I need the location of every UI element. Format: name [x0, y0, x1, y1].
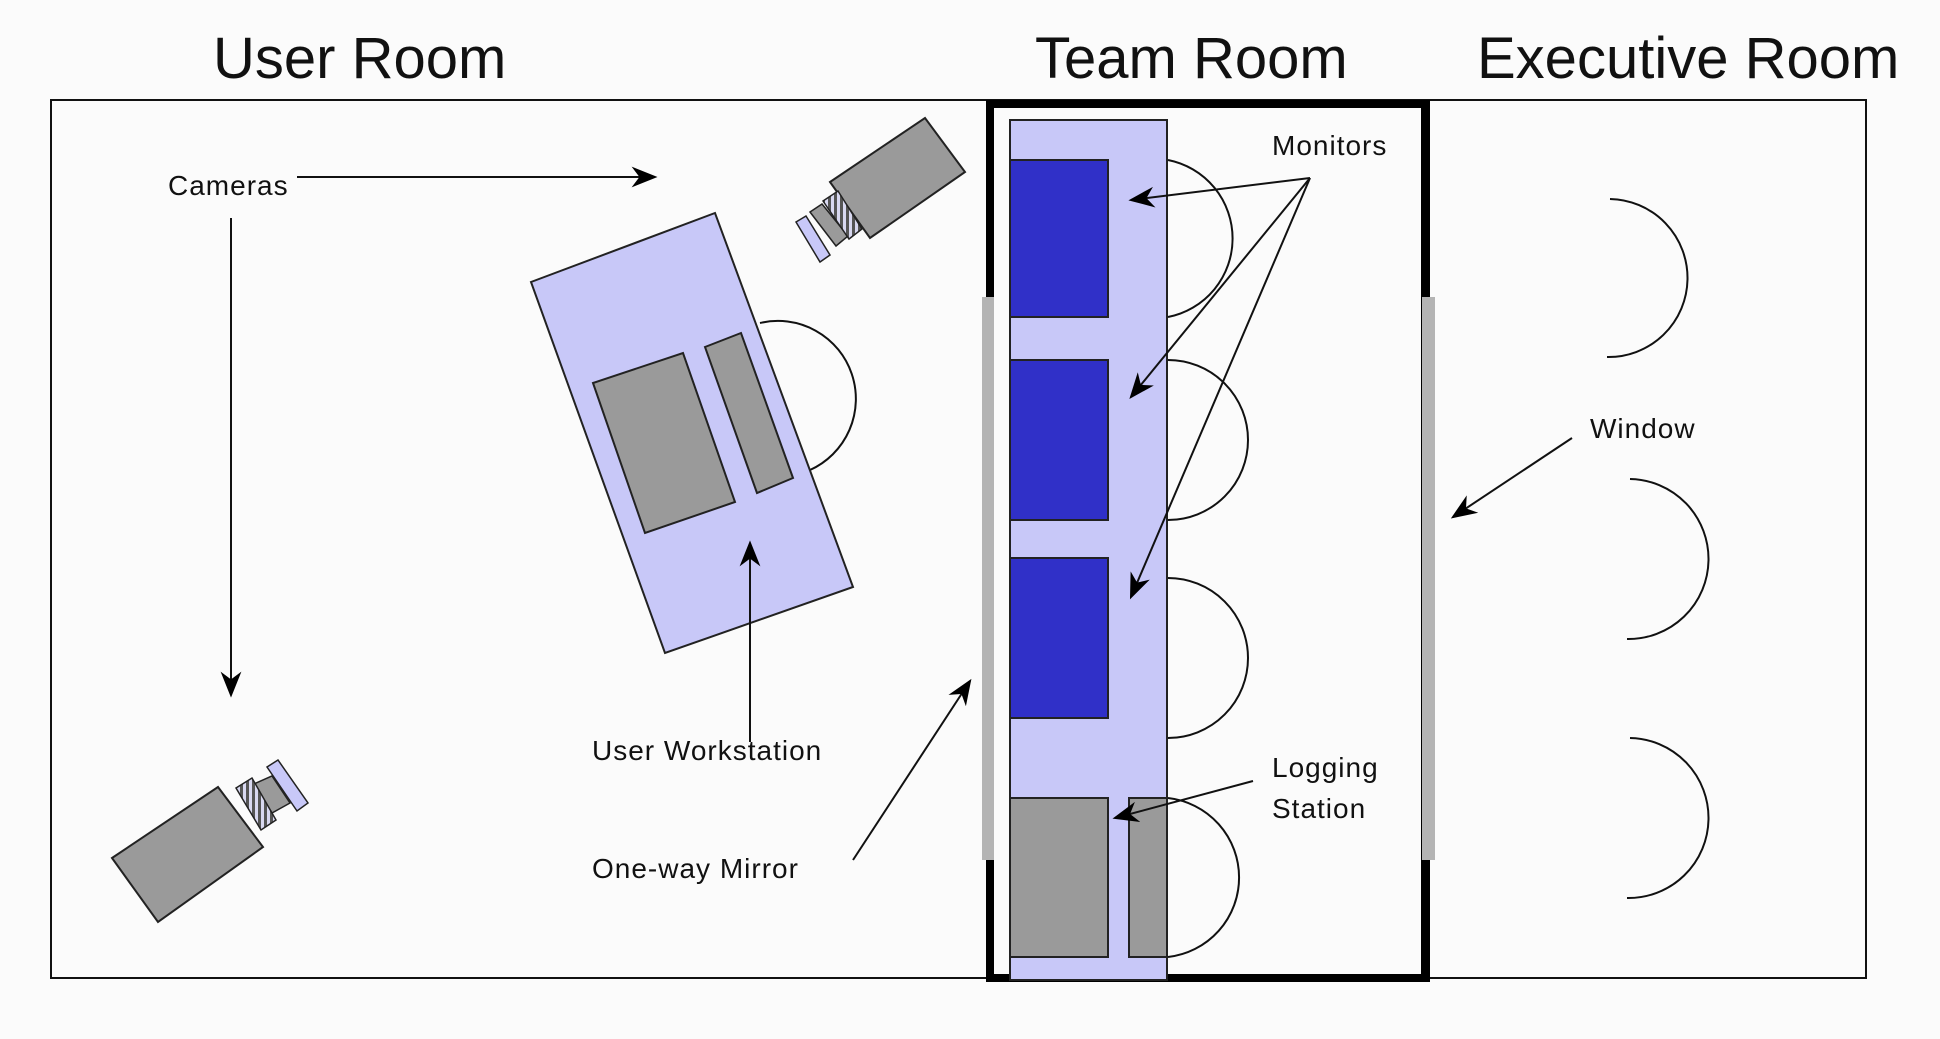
user-room-title: User Room: [213, 26, 506, 91]
user-room: [110, 116, 967, 924]
team-chair-3: [1167, 577, 1249, 739]
monitors-label: Monitors: [1272, 130, 1387, 161]
logging-station-arrow: [1112, 780, 1254, 822]
window-label: Window: [1590, 413, 1696, 444]
logging-station-computer: [1009, 797, 1109, 958]
camera-bottom: [110, 758, 310, 924]
executive-chair-3: [1626, 737, 1710, 900]
camera-top-focus-ring: [821, 189, 863, 241]
logging-station-label-line1: Logging: [1272, 752, 1379, 783]
executive-window: [1422, 297, 1435, 860]
team-chair-2: [1167, 359, 1249, 521]
camera-bottom-focus-ring: [234, 776, 277, 832]
user-workstation-label: User Workstation: [592, 735, 822, 766]
executive-room-title: Executive Room: [1477, 26, 1899, 91]
team-room: [982, 100, 1435, 982]
executive-room: [1606, 198, 1710, 900]
user-workstation-computer: [591, 351, 737, 535]
team-room-top-wall: [986, 100, 1430, 108]
lab-outline: [50, 99, 1867, 979]
monitors-arrow-3: [1129, 177, 1311, 600]
executive-chair-1: [1606, 198, 1689, 359]
team-monitor-1: [1009, 159, 1109, 318]
one-way-mirror: [982, 297, 994, 860]
team-monitor-2: [1009, 359, 1109, 521]
cameras-label: Cameras: [168, 170, 289, 201]
camera-bottom-lens-cap: [265, 758, 310, 813]
team-chair-1: [1167, 159, 1234, 318]
one-way-mirror-label: One-way Mirror: [592, 853, 799, 884]
executive-chair-2: [1626, 478, 1710, 641]
team-monitor-3: [1009, 557, 1109, 719]
camera-top-lens-cap: [794, 214, 832, 264]
window-arrow: [1450, 437, 1573, 519]
one-way-mirror-arrow: [852, 678, 972, 861]
team-room-title: Team Room: [1035, 26, 1348, 91]
monitors-arrow-2: [1129, 177, 1311, 400]
user-chair: [759, 320, 857, 471]
camera-bottom-body: [110, 785, 265, 924]
logging-station-label-line2: Station: [1272, 793, 1366, 824]
monitors-arrow-1: [1128, 177, 1311, 208]
camera-top: [794, 116, 967, 264]
team-room-bottom-wall: [986, 974, 1430, 982]
team-chair-4: [1167, 797, 1241, 958]
user-workstation-keyboard: [703, 331, 795, 495]
logging-station-keyboard: [1128, 797, 1168, 958]
